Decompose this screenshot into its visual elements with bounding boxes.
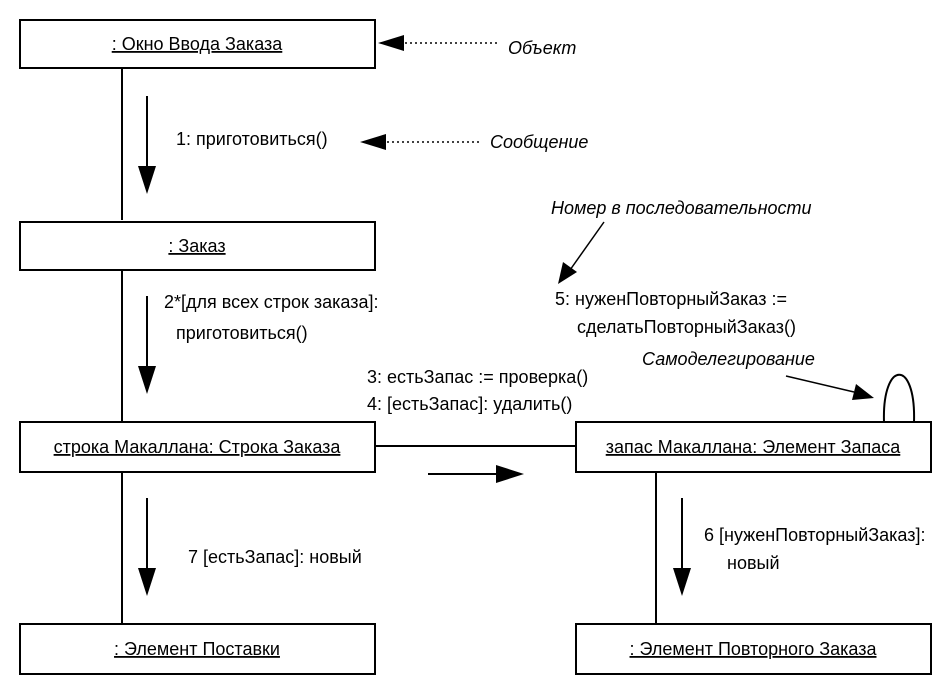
object-order-entry-window: : Окно Ввода Заказа <box>19 19 376 69</box>
annotation-object-label: Объект <box>508 38 576 58</box>
annotation-sequence-label: Номер в последовательности <box>551 198 812 218</box>
message-label-2-line2: приготовиться() <box>176 323 308 343</box>
object-label: строка Макаллана: Строка Заказа <box>54 437 342 457</box>
annotation-self-delegation-label: Самоделегирование <box>642 349 815 369</box>
object-delivery-item: : Элемент Поставки <box>19 623 376 675</box>
message-label-3: 3: естьЗапас := проверка() <box>367 367 588 387</box>
message-arrow-1 <box>138 96 156 194</box>
message-arrow-2 <box>138 296 156 394</box>
object-label: : Элемент Поставки <box>114 639 280 659</box>
message-label-2-line1: 2*[для всех строк заказа]: <box>164 292 379 312</box>
annotation-message-label: Сообщение <box>490 132 588 152</box>
object-order: : Заказ <box>19 221 376 271</box>
message-label-7: 7 [естьЗапас]: новый <box>188 547 362 567</box>
object-reorder-item: : Элемент Повторного Заказа <box>575 623 932 675</box>
message-label-6-line1: 6 [нуженПовторныйЗаказ]: <box>704 525 925 545</box>
message-label-4: 4: [естьЗапас]: удалить() <box>367 394 572 414</box>
object-stock-item: запас Макаллана: Элемент Запаса <box>575 421 932 473</box>
annotation-object: Объект <box>378 35 576 58</box>
annotation-message: Сообщение <box>360 132 588 152</box>
message-label-6-line2: новый <box>727 553 780 573</box>
object-label: : Заказ <box>168 236 225 256</box>
message-arrow-6 <box>673 498 691 596</box>
object-label: : Окно Ввода Заказа <box>112 34 284 54</box>
message-arrow-7 <box>138 498 156 596</box>
object-label: запас Макаллана: Элемент Запаса <box>606 437 902 457</box>
object-order-line: строка Макаллана: Строка Заказа <box>19 421 376 473</box>
message-arrow-3-4 <box>428 465 524 483</box>
message-label-1: 1: приготовиться() <box>176 129 328 149</box>
message-label-5-line2: сделатьПовторныйЗаказ() <box>577 317 796 337</box>
self-delegation-loop <box>882 373 916 423</box>
annotation-self-delegation: Самоделегирование <box>642 349 874 400</box>
message-label-5-line1: 5: нуженПовторныйЗаказ := <box>555 289 787 309</box>
object-label: : Элемент Повторного Заказа <box>630 639 878 659</box>
annotation-sequence-number: Номер в последовательности <box>551 198 812 284</box>
